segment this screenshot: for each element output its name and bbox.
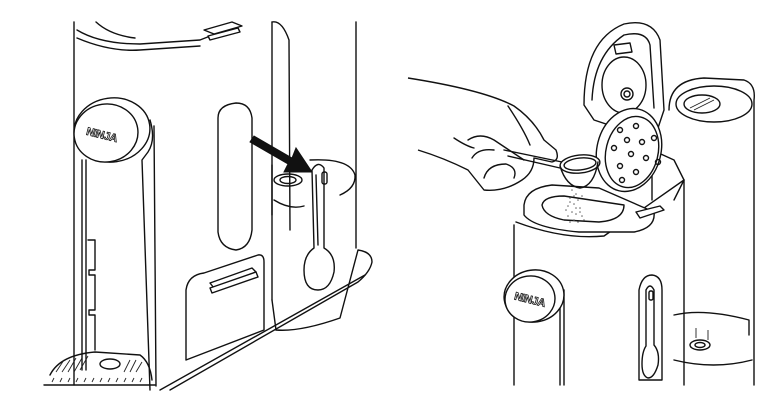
arrow-icon [249,135,313,173]
brand-badge: NINJA [503,269,565,386]
scoop-holder [638,274,663,381]
water-window [217,102,253,251]
scoop [503,149,601,189]
coffee-grounds [565,189,585,223]
brand-badge: NINJA [73,97,157,391]
water-reservoir [668,77,755,386]
scoop [303,163,335,291]
shower-head [595,107,663,193]
coffee-maker-filling-illustration: NINJA [407,22,755,386]
illustration-panel-left: NINJA [0,0,384,404]
drip-tray [43,351,156,386]
coffee-maker-side-illustration: NINJA [43,21,373,391]
illustration-panel-right: NINJA [384,0,769,404]
hand [407,77,559,191]
